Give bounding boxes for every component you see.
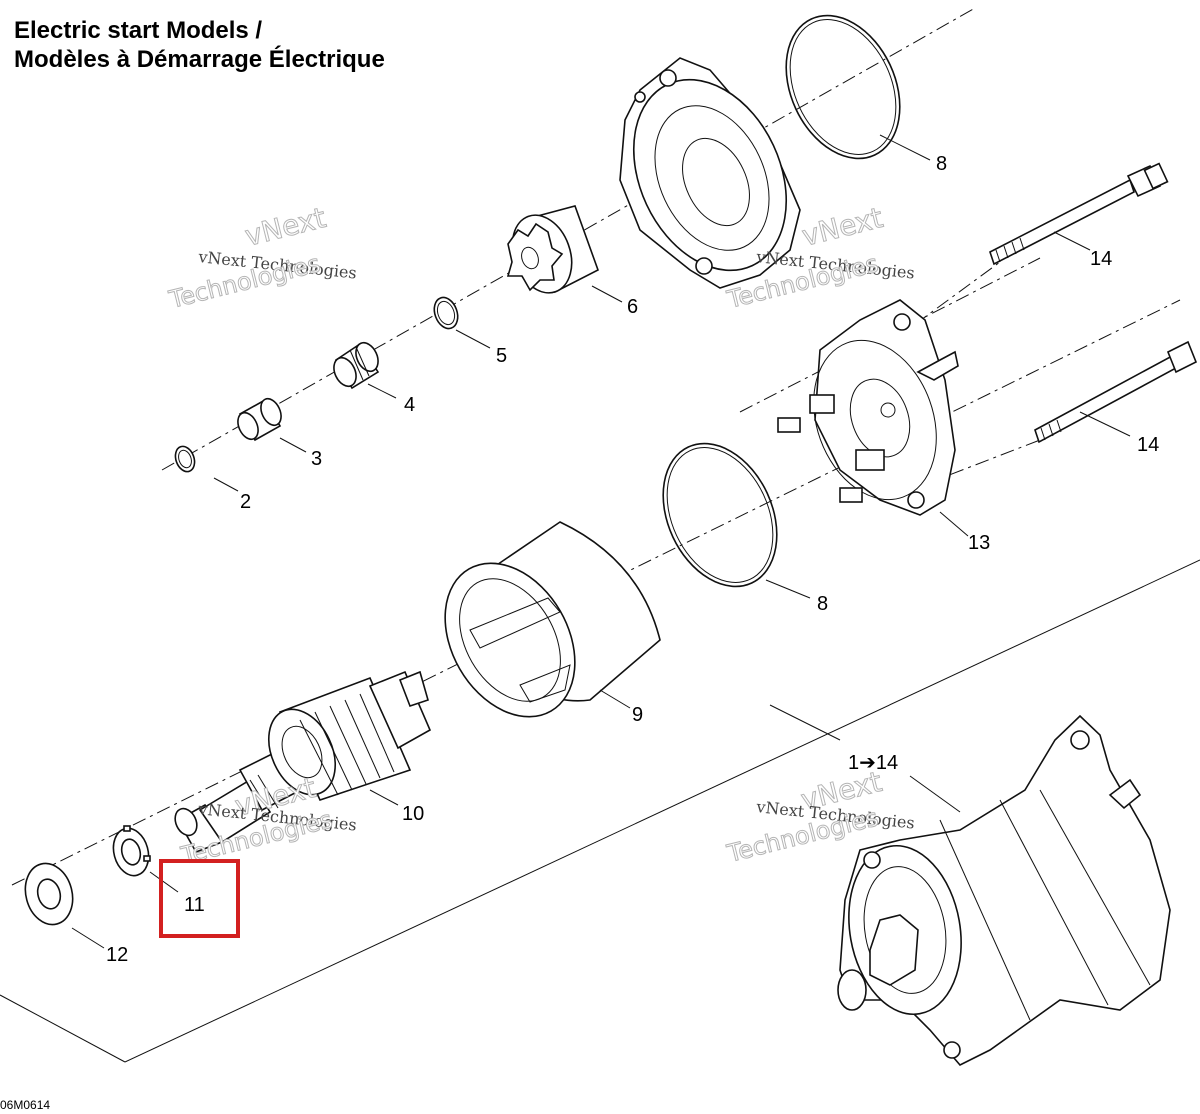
callout-13[interactable]: 13 (968, 532, 990, 554)
leader-lines (71, 134, 1131, 949)
part-13-end-frame (777, 299, 959, 516)
callout-8-top[interactable]: 8 (936, 153, 947, 175)
callout-9[interactable]: 9 (632, 704, 643, 726)
callout-2[interactable]: 2 (240, 491, 251, 513)
frame-lines (0, 559, 1200, 1063)
svg-text:vNext: vNext (799, 201, 886, 253)
title-line-1: Electric start Models / (14, 17, 263, 44)
part-11-lock-washer (112, 825, 151, 877)
title-line-2: Modèles à Démarrage Électrique (14, 46, 385, 73)
part-8-oring-top (785, 14, 901, 160)
part-8-oring-mid (662, 442, 778, 588)
part-6-pinion (506, 205, 599, 294)
part-9-yoke (444, 521, 661, 718)
diagram-title: Electric start Models / Modèles à Démarr… (14, 16, 385, 74)
callout-14-bottom[interactable]: 14 (1137, 434, 1159, 456)
callout-12[interactable]: 12 (106, 944, 128, 966)
callout-14-top[interactable]: 14 (1090, 248, 1112, 270)
part-2-snap-ring (174, 445, 196, 473)
callout-8-mid[interactable]: 8 (817, 593, 828, 615)
assembled-starter (837, 714, 1171, 1066)
part-14-bolt-bottom (1034, 340, 1198, 444)
callout-11[interactable]: 11 (184, 894, 205, 916)
callout-3[interactable]: 3 (311, 448, 322, 470)
callout-4[interactable]: 4 (404, 394, 415, 416)
watermark-top-left: vNext vNext Technologies Technologies (165, 200, 357, 314)
highlight-box-callout-11 (159, 859, 240, 938)
part-14-bolt-top (989, 162, 1169, 266)
drive-end-housing (619, 57, 801, 289)
axis-lines (11, 7, 1181, 886)
part-3-sleeve (237, 397, 282, 442)
part-4-stop-collar (333, 341, 380, 390)
part-10-armature (174, 670, 432, 853)
callout-10[interactable]: 10 (402, 803, 424, 825)
svg-text:vNext: vNext (242, 201, 329, 253)
callout-1-14[interactable]: 1➔14 (848, 752, 898, 774)
callout-5[interactable]: 5 (496, 345, 507, 367)
callout-6[interactable]: 6 (627, 296, 638, 318)
diagram-code: 06M0614 (0, 1098, 51, 1112)
part-5-snap-ring (433, 296, 459, 330)
callout-labels: 2 3 4 5 6 8 14 14 13 8 9 1➔14 10 11 12 (106, 153, 1159, 966)
part-12-washer (24, 862, 74, 926)
